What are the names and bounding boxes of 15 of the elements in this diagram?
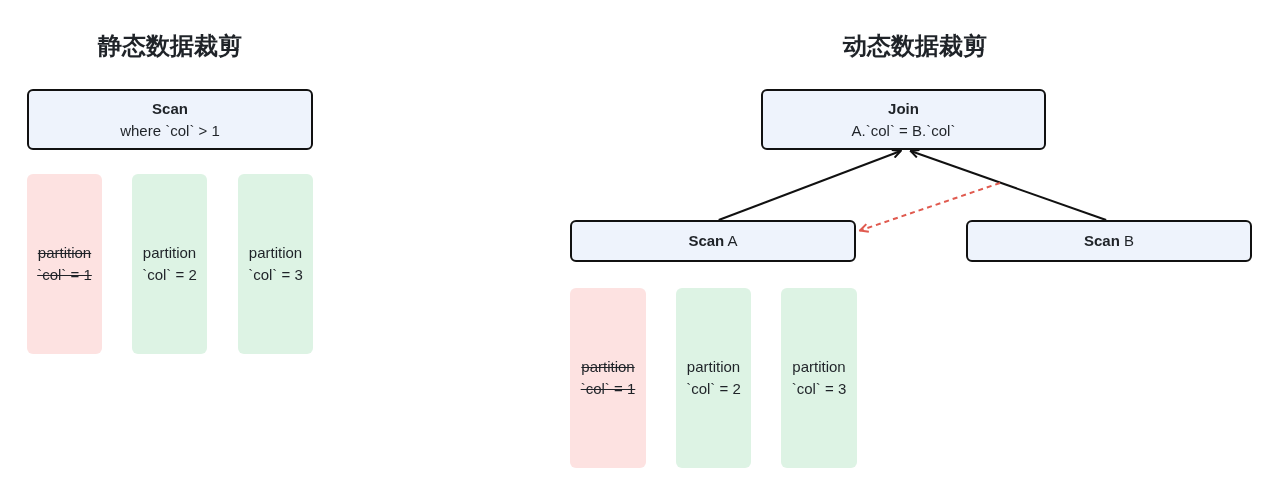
operator-box: Scan B (966, 220, 1252, 262)
arrow (717, 149, 902, 221)
partition-block: partition `col` = 2 (676, 288, 751, 468)
partition-block: partition `col` = 3 (238, 174, 313, 354)
heading: 静态数据裁剪 (96, 31, 243, 62)
pruned-partition-block: partition `col` = 1 (570, 288, 646, 468)
operator-box: Scan A (570, 220, 856, 262)
dashed-arrow (859, 182, 1001, 233)
partition-block: partition `col` = 2 (132, 174, 207, 354)
pruned-partition-block: partition `col` = 1 (27, 174, 102, 354)
partition-block: partition `col` = 3 (781, 288, 857, 468)
operator-box: Join A.`col` = B.`col` (761, 89, 1046, 150)
operator-box: Scan where `col` > 1 (27, 89, 313, 150)
heading: 动态数据裁剪 (841, 31, 988, 62)
arrow (909, 148, 1108, 221)
